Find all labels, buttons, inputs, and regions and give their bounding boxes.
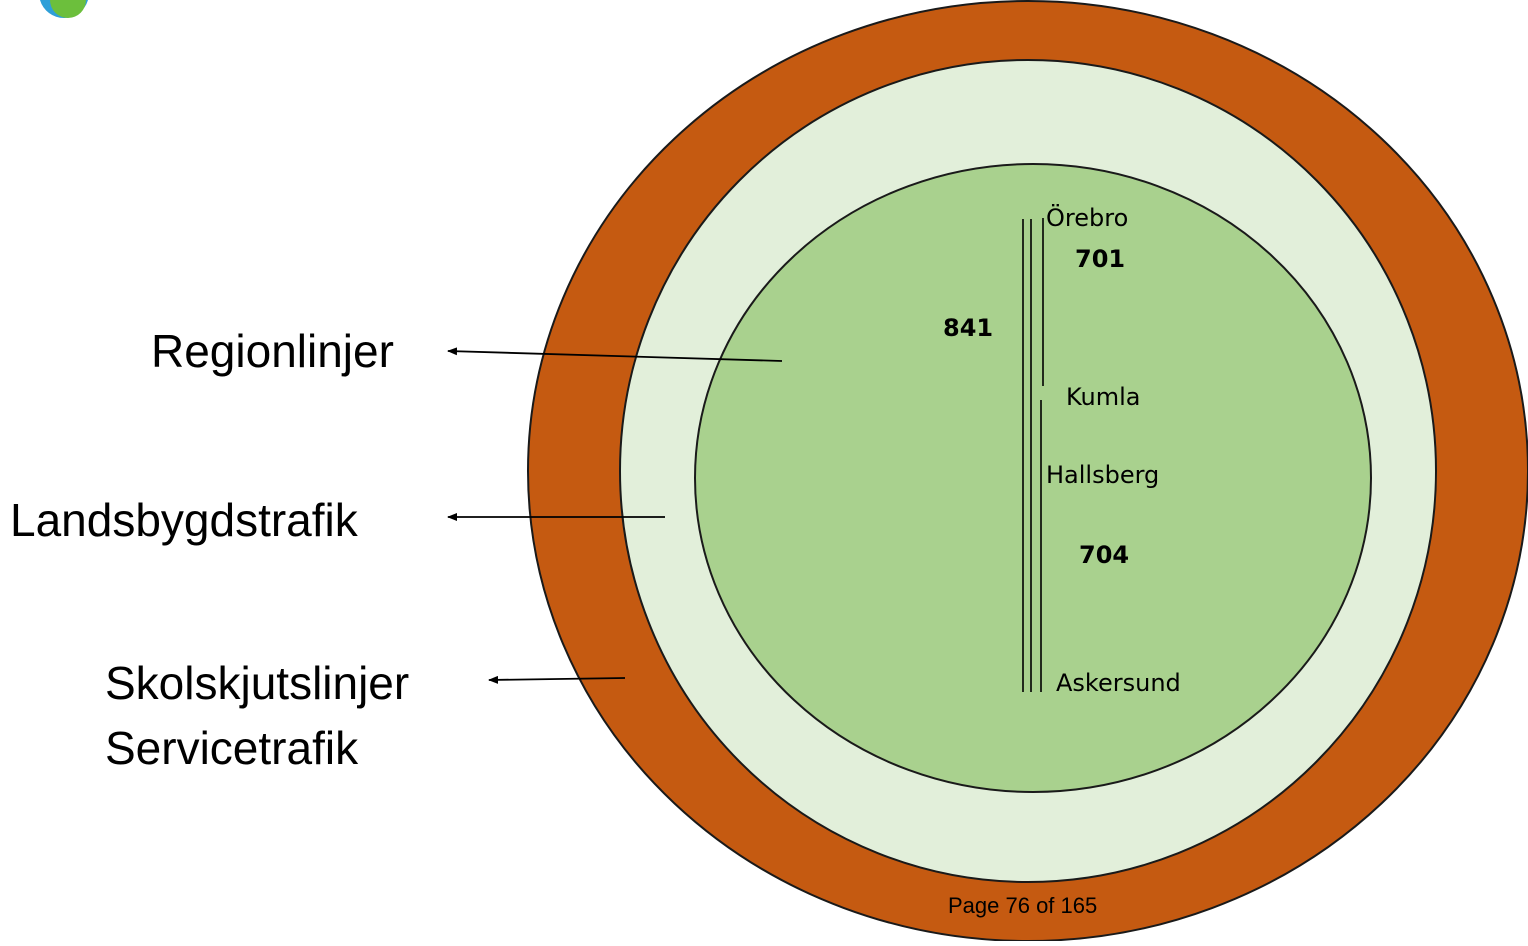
route-number-704: 704 — [1079, 541, 1129, 569]
logo-icon — [40, 0, 88, 18]
label-skolskjutslinjer: Skolskjutslinjer — [105, 657, 410, 709]
label-landsbygdstrafik: Landsbygdstrafik — [10, 494, 358, 546]
arrow-regionlinjer — [447, 347, 783, 362]
stop-hallsberg: Hallsberg — [1046, 461, 1159, 489]
stop-kumla: Kumla — [1066, 383, 1141, 411]
route-number-841: 841 — [943, 314, 993, 342]
label-servicetrafik: Servicetrafik — [105, 722, 359, 774]
route-number-701: 701 — [1075, 245, 1125, 273]
inner-circle-region — [694, 163, 1372, 793]
stop-orebro: Örebro — [1046, 203, 1128, 232]
page-number: Page 76 of 165 — [948, 893, 1098, 918]
arrow-skolskjutslinjer — [488, 675, 626, 684]
label-regionlinjer: Regionlinjer — [151, 325, 394, 377]
stop-askersund: Askersund — [1056, 669, 1181, 697]
